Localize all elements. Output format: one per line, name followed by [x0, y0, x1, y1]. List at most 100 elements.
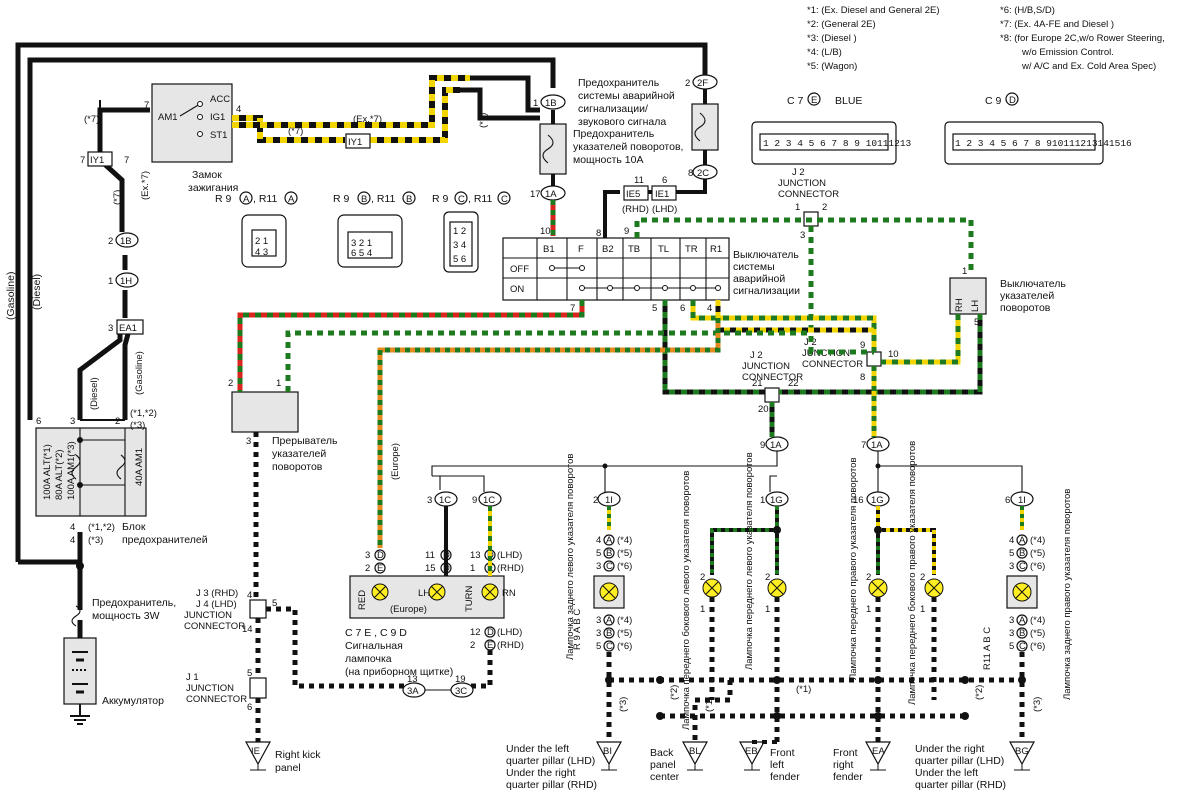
svg-text:1A: 1A [770, 440, 782, 451]
footnotes: *1: (Ex. Diesel and General 2E) *2: (Gen… [807, 5, 1165, 72]
svg-text:20: 20 [758, 404, 769, 415]
flasher: 2 1 3 Прерыватель указателей поворотов (… [228, 300, 811, 600]
svg-text:5: 5 [1009, 548, 1014, 559]
svg-text:(*6): (*6) [617, 641, 632, 652]
svg-text:9: 9 [860, 340, 865, 351]
svg-text:3: 3 [596, 615, 601, 626]
svg-text:5: 5 [652, 303, 657, 314]
signal-lamp-label-3: (на приборном щитке) [345, 666, 453, 678]
ground-bg-label-2: quarter pillar (LHD) [915, 755, 1004, 767]
svg-text:2: 2 [822, 202, 827, 213]
svg-text:A: A [606, 535, 613, 546]
r9a-label: R 9 [215, 193, 232, 205]
j2-right-label-2: JUNCTION [802, 348, 850, 359]
turn-fuse-label-1: Предохранитель [573, 128, 655, 140]
sl-lhd-2: (LHD) [497, 627, 522, 638]
svg-text:1C: 1C [483, 495, 495, 506]
svg-text:E: E [487, 640, 493, 651]
gnd-note-2r: (*2) [974, 685, 985, 700]
ground-bi-label-4: quarter pillar (RHD) [506, 779, 597, 791]
ign-note-7: (*7) [288, 126, 303, 137]
fuse-block-label-2: предохранителей [122, 534, 208, 546]
svg-text:4: 4 [247, 590, 252, 601]
j34-label-4: CONNECTOR [184, 621, 245, 632]
ground-id-bg: BG [1015, 746, 1029, 757]
sl-pin-red: RED [357, 590, 368, 610]
svg-text:2: 2 [765, 572, 770, 583]
svg-text:7: 7 [124, 155, 129, 166]
flasher-label-2: указателей [272, 448, 326, 460]
svg-text:2 1: 2 1 [255, 236, 268, 247]
svg-text:21: 21 [752, 378, 763, 389]
svg-text:3C: 3C [455, 686, 467, 697]
lamp-front-right-label: Лампочка переднего правого указателя пов… [848, 457, 859, 680]
svg-text:2: 2 [866, 572, 871, 583]
svg-text:B: B [606, 628, 612, 639]
svg-text:3: 3 [596, 628, 601, 639]
svg-text:1: 1 [108, 276, 113, 287]
svg-text:C: C [501, 194, 508, 205]
svg-text:B: B [606, 548, 612, 559]
svg-text:B: B [1019, 628, 1025, 639]
europe-label-v: (Europe) [390, 443, 401, 480]
fuse-icon [71, 605, 81, 627]
flasher-label-3: поворотов [272, 461, 323, 473]
gnd-note-3l: (*3) [618, 697, 629, 712]
r11b-label: , R11 [371, 193, 395, 205]
j2-right-label-3: CONNECTOR [802, 359, 863, 370]
hazard-fuse-label-2: системы аварийной [578, 90, 675, 102]
ground-bl-label-2: panel [650, 759, 676, 771]
c7-pin-row: 1 2 3 4 5 6 7 8 9 10111213 [763, 138, 912, 149]
ie5-rhd: (RHD) [622, 204, 649, 215]
gasoline-label: (Gasoline) [5, 272, 17, 320]
fuse-block-label-1: Блок [122, 521, 146, 533]
ground-icon: BL Back panel center [650, 741, 709, 783]
ground-eb-label-2: left [770, 759, 784, 771]
turn-fuse: 1B 1 1A 17 Предохранитель указателей пов… [530, 94, 683, 237]
svg-text:7: 7 [861, 440, 866, 451]
svg-text:7: 7 [144, 100, 149, 111]
svg-text:7: 7 [570, 303, 575, 314]
hazard-switch-label-1: Выключатель [733, 249, 799, 261]
j2-top-label-1: J 2 [792, 167, 805, 178]
ts-pin-lh: LH [970, 300, 981, 312]
svg-text:5: 5 [247, 668, 252, 679]
sl-pin-lh: LH [418, 588, 430, 599]
hazard-fuse-label-1: Предохранитель [578, 77, 660, 89]
svg-text:4 3: 4 3 [255, 247, 268, 258]
svg-text:2C: 2C [697, 168, 709, 179]
ground-bg-label-4: quarter pillar (RHD) [915, 779, 1006, 791]
sl-europe: (Europe) [390, 604, 427, 615]
svg-text:2: 2 [920, 572, 925, 583]
battery-label: Аккумулятор [102, 695, 164, 707]
ignition-switch-box [151, 83, 233, 163]
fuse-icon [71, 454, 81, 480]
c7-label: C 7 [787, 95, 804, 107]
svg-text:ST1: ST1 [210, 130, 227, 141]
fb-note-top12: (*1,*2) [130, 408, 157, 419]
svg-text:(*4): (*4) [617, 615, 632, 626]
svg-text:6: 6 [680, 303, 685, 314]
fb-note-3: (*3) [88, 535, 103, 546]
svg-text:D: D [1009, 95, 1016, 106]
svg-text:3: 3 [70, 416, 75, 427]
lamp-front-left-label: Лампочка переднего левого указателя пово… [744, 452, 755, 670]
ground-ea-label-2: right [833, 759, 854, 771]
svg-text:B: B [1019, 548, 1025, 559]
svg-text:IE5: IE5 [626, 189, 640, 200]
turn-switch-label-2: указателей [1000, 290, 1054, 302]
iy1-note-v: (*7) [112, 190, 123, 205]
svg-text:6: 6 [662, 175, 667, 186]
j34-label-1: J 3 (RHD) [196, 588, 238, 599]
note-5: *5: (Wagon) [807, 61, 857, 72]
svg-text:2F: 2F [697, 78, 708, 89]
hs-col-b2: B2 [602, 244, 614, 255]
svg-text:A: A [288, 194, 295, 205]
note-8: *8: (for Europe 2C,w/o Rower Steering, [1000, 33, 1165, 44]
svg-text:9: 9 [760, 440, 765, 451]
fuse-block-box [35, 427, 147, 517]
fuse-3w-label-2: мощность 3W [92, 610, 160, 622]
diesel-label-inner: (Diesel) [89, 377, 100, 410]
svg-text:(*6): (*6) [617, 561, 632, 572]
